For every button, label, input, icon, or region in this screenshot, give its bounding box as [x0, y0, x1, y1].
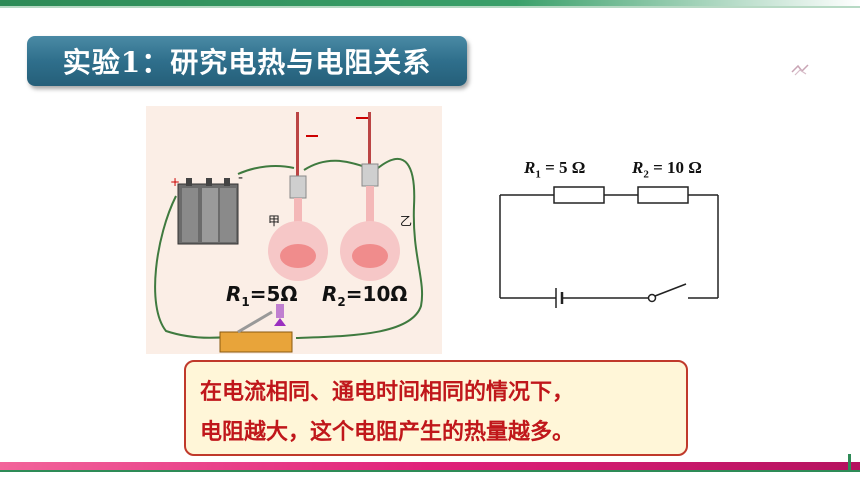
bottom-right-tick — [848, 454, 851, 472]
bottom-accent-bar — [0, 462, 860, 470]
battery-icon: + - — [170, 170, 243, 245]
bottom-accent-line — [0, 470, 860, 472]
decorative-mark-icon — [791, 64, 809, 76]
resistor-r2-icon — [637, 186, 689, 204]
resistor-r1-icon — [553, 186, 605, 204]
circuit-r1-label: R1 = 5 Ω — [524, 158, 586, 181]
top-accent-bar — [0, 0, 860, 6]
apparatus-illustration: + - — [154, 112, 424, 353]
slide-title: 实验1：研究电热与电阻关系 — [62, 46, 432, 79]
flask-jia-icon — [268, 112, 328, 281]
experiment-photo: + - — [146, 106, 442, 354]
switch-contact-icon — [647, 293, 657, 303]
circuit-diagram — [499, 186, 719, 308]
photo-r2-label: R2=10Ω — [322, 282, 408, 309]
photo-r1-label: R1=5Ω — [226, 282, 298, 309]
title-banner: 实验1：研究电热与电阻关系 — [27, 36, 467, 86]
svg-text:+: + — [170, 175, 180, 189]
label-jia: 甲 — [268, 214, 281, 228]
switch-icon — [219, 304, 293, 353]
conclusion-box: 在电流相同、通电时间相同的情况下， 电阻越大，这个电阻产生的热量越多。 — [184, 360, 688, 456]
flask-yi-icon — [340, 112, 400, 281]
circuit-r2-label: R2 = 10 Ω — [632, 158, 702, 181]
conclusion-line-2: 电阻越大，这个电阻产生的热量越多。 — [200, 419, 575, 445]
conclusion-line-1: 在电流相同、通电时间相同的情况下， — [200, 379, 575, 405]
top-accent-line — [0, 6, 860, 8]
label-yi: 乙 — [400, 214, 413, 228]
svg-text:-: - — [238, 170, 243, 186]
switch-lever-icon — [654, 283, 687, 297]
